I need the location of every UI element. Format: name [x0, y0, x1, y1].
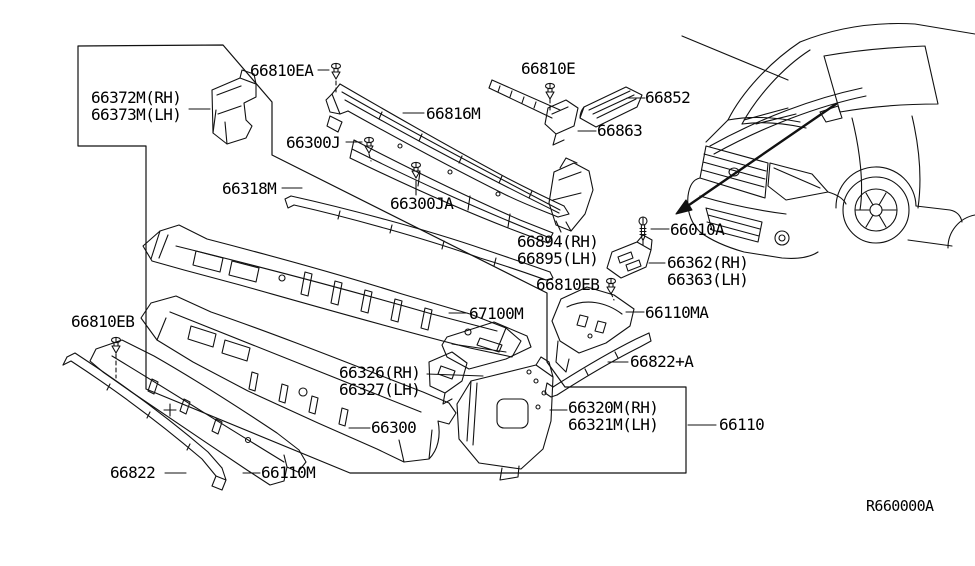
- part-label-66320M[interactable]: 66320M(RH) 66321M(LH): [568, 398, 659, 434]
- part-label-66321M-lh[interactable]: 66321M(LH): [568, 415, 659, 434]
- part-66300-drawing: [140, 295, 457, 463]
- part-label-66816M[interactable]: 66816M: [426, 104, 481, 123]
- car-section-arrowhead: [675, 199, 693, 215]
- car-front-hub: [869, 203, 883, 217]
- car-front-rim: [854, 188, 898, 232]
- zone-boundary: [77, 44, 687, 474]
- part-66320M-drawing: [456, 356, 554, 481]
- part-66110M-drawing: [89, 339, 307, 486]
- part-label-66326-rh[interactable]: 66326(RH): [339, 363, 421, 382]
- part-66362-drawing: [606, 234, 653, 279]
- part-66326-drawing: [428, 321, 532, 405]
- car-rocker: [907, 205, 963, 247]
- car-cowl: [727, 107, 807, 129]
- part-label-66326[interactable]: 66326(RH) 66327(LH): [339, 363, 421, 399]
- car-fog-lamp: [774, 230, 790, 246]
- car-wheel-spokes: [855, 192, 897, 228]
- part-label-66320M-rh[interactable]: 66320M(RH): [568, 398, 659, 417]
- part-label-66852[interactable]: 66852: [645, 88, 691, 107]
- push-clip-icon-66810EA: [330, 62, 342, 80]
- push-clip-icon-66810EB-left: [110, 336, 122, 354]
- part-66110MA-drawing: [551, 286, 635, 373]
- part-label-66894[interactable]: 66894(RH) 66895(LH): [517, 232, 599, 268]
- part-label-66372M-rh[interactable]: 66372M(RH): [91, 88, 182, 107]
- car-illustration: [675, 22, 975, 259]
- push-clip-icon-66300J: [363, 136, 375, 154]
- part-66894-drawing: [548, 157, 594, 232]
- part-label-66110MA[interactable]: 66110MA: [645, 303, 709, 322]
- part-label-66810EB-left[interactable]: 66810EB: [71, 312, 135, 331]
- part-label-66110M[interactable]: 66110M: [261, 463, 316, 482]
- part-label-66863[interactable]: 66863: [597, 121, 643, 140]
- part-label-66810E[interactable]: 66810E: [521, 59, 576, 78]
- push-clip-icon-66810E: [544, 82, 556, 100]
- part-label-66373M-lh[interactable]: 66373M(LH): [91, 105, 182, 124]
- part-label-66300[interactable]: 66300: [371, 418, 417, 437]
- part-66372M-drawing: [211, 69, 257, 145]
- part-label-66894-rh[interactable]: 66894(RH): [517, 232, 599, 251]
- part-label-66372M[interactable]: 66372M(RH) 66373M(LH): [91, 88, 182, 124]
- part-label-66363-lh[interactable]: 66363(LH): [667, 270, 749, 289]
- part-label-66822[interactable]: 66822: [110, 463, 156, 482]
- car-rear-wheel-arch: [947, 214, 975, 249]
- push-clip-icon-66810EB-right: [605, 277, 617, 295]
- part-67100M-drawing: [142, 224, 522, 358]
- part-label-67100M[interactable]: 67100M: [469, 304, 524, 323]
- car-a-pillar: [727, 41, 811, 125]
- car-side-glass: [823, 45, 939, 113]
- car-hood: [705, 87, 867, 155]
- part-label-66318M[interactable]: 66318M: [222, 179, 277, 198]
- part-label-66300JA[interactable]: 66300JA: [390, 194, 454, 213]
- part-label-66110[interactable]: 66110: [719, 415, 765, 434]
- car-door-lines: [851, 115, 921, 211]
- car-antenna-line: [681, 35, 789, 81]
- leader-lines: [115, 69, 717, 474]
- diagram-ref-code: R660000A: [866, 497, 934, 515]
- part-label-66810EB-right[interactable]: 66810EB: [536, 275, 600, 294]
- car-wheel-arch: [835, 166, 917, 209]
- car-grille: [699, 145, 769, 199]
- car-headlight: [767, 162, 829, 201]
- part-label-66362-rh[interactable]: 66362(RH): [667, 253, 749, 272]
- part-66318M-drawing: [284, 195, 554, 281]
- part-66822-drawing: [62, 352, 227, 491]
- part-label-66362[interactable]: 66362(RH) 66363(LH): [667, 253, 749, 289]
- part-66863-drawing: [488, 79, 579, 146]
- part-label-66895-lh[interactable]: 66895(LH): [517, 249, 599, 268]
- part-label-66300J[interactable]: 66300J: [286, 133, 341, 152]
- part-label-66327-lh[interactable]: 66327(LH): [339, 380, 421, 399]
- part-label-66010A[interactable]: 66010A: [670, 220, 725, 239]
- car-section-arrow-line: [687, 102, 838, 207]
- car-bumper: [687, 177, 819, 259]
- part-66816M-drawing: [325, 83, 570, 244]
- part-66822A-drawing: [544, 332, 652, 398]
- car-fender-line: [827, 191, 847, 205]
- car-air-dam: [705, 207, 763, 243]
- car-front-tire: [842, 176, 910, 244]
- part-label-66822A[interactable]: 66822+A: [630, 352, 694, 371]
- part-label-66810EA[interactable]: 66810EA: [250, 61, 314, 80]
- car-roof-line: [799, 22, 975, 43]
